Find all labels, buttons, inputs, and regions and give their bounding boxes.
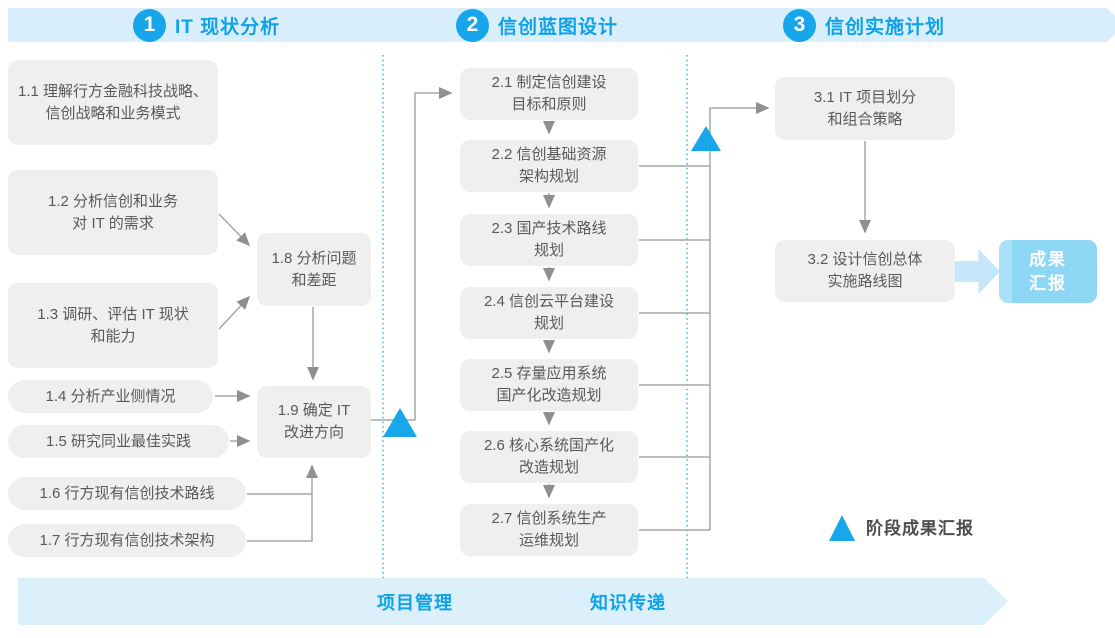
step-box-3-2: 3.2 设计信创总体 实施路线图 — [775, 240, 955, 302]
step-box-1-6: 1.6 行方现有信创技术路线 — [8, 477, 246, 510]
step-box-1-5: 1.5 研究同业最佳实践 — [8, 425, 229, 458]
phase-3-title: 信创实施计划 — [825, 16, 946, 38]
phase-banner-2: 2 信创蓝图设计 — [396, 8, 766, 42]
phase-2-number-badge: 2 — [456, 9, 489, 42]
phase-1-number-badge: 1 — [133, 9, 166, 42]
step-box-3-1: 3.1 IT 项目划分 和组合策略 — [775, 77, 955, 140]
milestone-triangle-icon-phase1 — [383, 408, 417, 437]
step-box-2-6: 2.6 核心系统国产化 改造规划 — [460, 431, 638, 483]
connector-lines — [215, 87, 871, 542]
step-box-1-9: 1.9 确定 IT 改进方向 — [257, 386, 371, 458]
step-box-2-3: 2.3 国产技术路线 规划 — [460, 214, 638, 266]
step-box-2-1: 2.1 制定信创建设 目标和原则 — [460, 68, 638, 120]
step-box-2-5: 2.5 存量应用系统 国产化改造规划 — [460, 359, 638, 411]
step-box-1-1: 1.1 理解行方金融科技战略、 信创战略和业务模式 — [8, 60, 218, 145]
step-box-2-4: 2.4 信创云平台建设 规划 — [460, 287, 638, 339]
step-box-2-2: 2.2 信创基础资源 架构规划 — [460, 140, 638, 192]
phase-2-title: 信创蓝图设计 — [498, 16, 619, 38]
phase-3-number-badge: 3 — [783, 9, 816, 42]
phase-1-title: IT 现状分析 — [175, 16, 281, 38]
step-box-1-7: 1.7 行方现有信创技术架构 — [8, 524, 246, 557]
milestone-legend: 阶段成果汇报 — [829, 514, 974, 541]
step-box-1-4: 1.4 分析产业侧情况 — [8, 380, 213, 413]
step-box-1-3: 1.3 调研、评估 IT 现状 和能力 — [8, 283, 218, 368]
bottom-label-knowledge-transfer: 知识传递 — [590, 592, 666, 613]
report-box: 成果 汇报 — [999, 240, 1097, 303]
milestone-legend-label: 阶段成果汇报 — [866, 519, 974, 538]
bottom-label-project-management: 项目管理 — [377, 592, 453, 613]
milestone-triangle-icon-phase2 — [691, 126, 721, 151]
bottom-process-banner: 项目管理 知识传递 — [18, 578, 1008, 625]
phase-banner-3: 3 信创实施计划 — [712, 8, 1115, 42]
step-box-1-8: 1.8 分析问题 和差距 — [257, 233, 371, 306]
milestone-triangle-icon — [829, 515, 855, 541]
step-box-1-2: 1.2 分析信创和业务 对 IT 的需求 — [8, 170, 218, 255]
step-box-2-7: 2.7 信创系统生产 运维规划 — [460, 504, 638, 556]
